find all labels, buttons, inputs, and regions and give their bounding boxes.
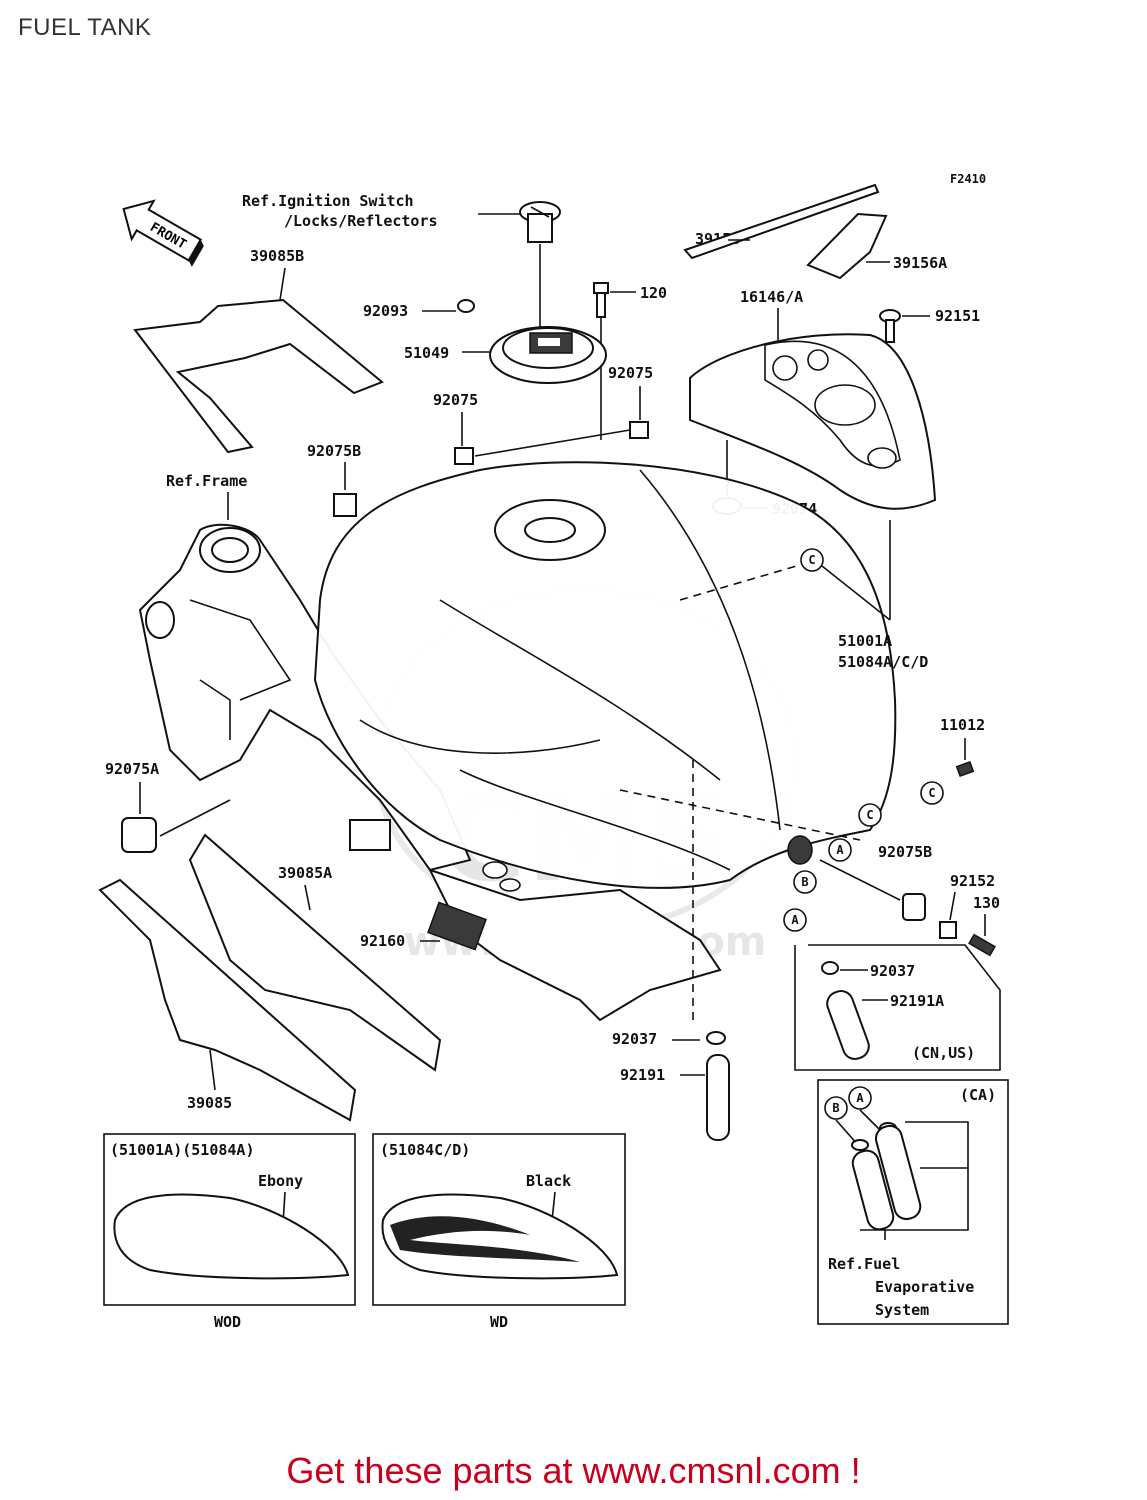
grommet-92075-right xyxy=(629,421,649,439)
part-11012: 11012 xyxy=(940,716,985,734)
svg-text:C: C xyxy=(928,786,935,800)
cap-base-51049 xyxy=(489,326,607,384)
part-39085: 39085 xyxy=(187,1094,232,1112)
part-92191: 92191 xyxy=(620,1066,665,1084)
part-92075B-right: 92075B xyxy=(878,843,932,861)
screw-92151 xyxy=(879,309,901,343)
svg-text:B: B xyxy=(801,875,808,889)
wd-color: Black xyxy=(526,1172,571,1190)
nut-92093 xyxy=(457,299,475,313)
variant-ca: (CA) xyxy=(960,1086,996,1104)
side-pad-39085A xyxy=(188,833,442,1072)
part-92075A: 92075A xyxy=(105,760,159,778)
grommet-92075A xyxy=(121,817,157,853)
part-39085A: 39085A xyxy=(278,864,332,882)
seat-pad-39085B xyxy=(133,298,384,454)
collar-92152 xyxy=(939,921,957,939)
part-39156A: 39156A xyxy=(893,254,947,272)
part-92160: 92160 xyxy=(360,932,405,950)
part-51084ACD: 51084A/C/D xyxy=(838,653,928,671)
part-92037-right: 92037 xyxy=(870,962,915,980)
part-92075-right: 92075 xyxy=(608,364,653,382)
part-92152: 92152 xyxy=(950,872,995,890)
part-92191A: 92191A xyxy=(890,992,944,1010)
clamp-92037-right xyxy=(821,961,839,975)
hose-92191A xyxy=(826,990,870,1060)
ref-fuel-line1: Ref.Fuel xyxy=(828,1255,900,1273)
callout-a-1: A xyxy=(828,838,852,862)
fuel-tank-51001A xyxy=(313,461,897,1022)
svg-text:C: C xyxy=(866,808,873,822)
svg-text:A: A xyxy=(856,1091,864,1105)
svg-text:A: A xyxy=(836,843,844,857)
svg-text:C: C xyxy=(808,553,815,567)
front-arrow-icon: FRONT xyxy=(122,199,204,267)
part-92093: 92093 xyxy=(363,302,408,320)
ref-fuel-line3: System xyxy=(875,1301,929,1319)
svg-text:B: B xyxy=(832,1101,839,1115)
ref-fuel-line2: Evaporative xyxy=(875,1278,974,1296)
wd-caption: WD xyxy=(490,1313,508,1331)
wod-color: Ebony xyxy=(258,1172,303,1190)
part-92075-left: 92075 xyxy=(433,391,478,409)
side-pad-39085 xyxy=(98,878,357,1122)
part-39085B: 39085B xyxy=(250,247,304,265)
callout-c-2: C xyxy=(858,803,882,827)
ref-ignition-switch: Ref.Ignition Switch xyxy=(242,192,414,210)
grommet-92075-left xyxy=(454,447,474,465)
tank-ebony-icon xyxy=(113,1193,350,1280)
variant-cn-us: (CN,US) xyxy=(912,1044,975,1062)
bolt-120 xyxy=(593,282,609,318)
part-51049: 51049 xyxy=(404,344,449,362)
callout-b-1: B xyxy=(793,870,817,894)
wod-variant-box xyxy=(103,1133,356,1306)
grommet-92075B-right xyxy=(902,893,926,921)
wd-header: (51084C/D) xyxy=(380,1141,470,1159)
ca-variant-box xyxy=(817,1079,1009,1325)
callout-a-2: A xyxy=(783,908,807,932)
part-130: 130 xyxy=(973,894,1000,912)
ignition-cap-part xyxy=(519,201,561,243)
footer-link[interactable]: Get these parts at www.cmsnl.com ! xyxy=(286,1450,861,1491)
figure-code: F2410 xyxy=(950,172,986,186)
ref-ignition-switch-2: /Locks/Reflectors xyxy=(284,212,438,230)
ca-hose-2 xyxy=(851,1149,895,1231)
clip-11012 xyxy=(955,760,975,778)
svg-text:A: A xyxy=(791,913,799,927)
bracket-92160 xyxy=(427,901,487,951)
part-120: 120 xyxy=(640,284,667,302)
part-92075B-top: 92075B xyxy=(307,442,361,460)
part-51001A: 51001A xyxy=(838,632,892,650)
wod-header: (51001A)(51084A) xyxy=(110,1141,255,1159)
exploded-parts-diagram: CMS www.cmsnl.com F2410 FRONT Ref.Igniti… xyxy=(98,172,1009,1331)
wd-variant-box xyxy=(372,1133,626,1306)
bolt-130 xyxy=(968,933,996,957)
callout-b-2: B xyxy=(824,1096,848,1120)
grommet-92075B-top xyxy=(333,493,357,517)
clamp-92037-bottom xyxy=(706,1031,726,1045)
callout-c-1: C xyxy=(800,548,824,572)
callout-c-3: C xyxy=(920,781,944,805)
part-16146A: 16146/A xyxy=(740,288,803,306)
page-title: FUEL TANK xyxy=(18,14,152,41)
part-92151: 92151 xyxy=(935,307,980,325)
part-92037-bottom: 92037 xyxy=(612,1030,657,1048)
ref-frame: Ref.Frame xyxy=(166,472,247,490)
callout-a-3: A xyxy=(848,1086,872,1110)
tank-black-flame-icon xyxy=(381,1193,619,1280)
wod-caption: WOD xyxy=(214,1313,241,1331)
ca-hose-1 xyxy=(874,1124,922,1221)
trim-39156A xyxy=(806,212,888,280)
hose-92191 xyxy=(706,1054,730,1141)
